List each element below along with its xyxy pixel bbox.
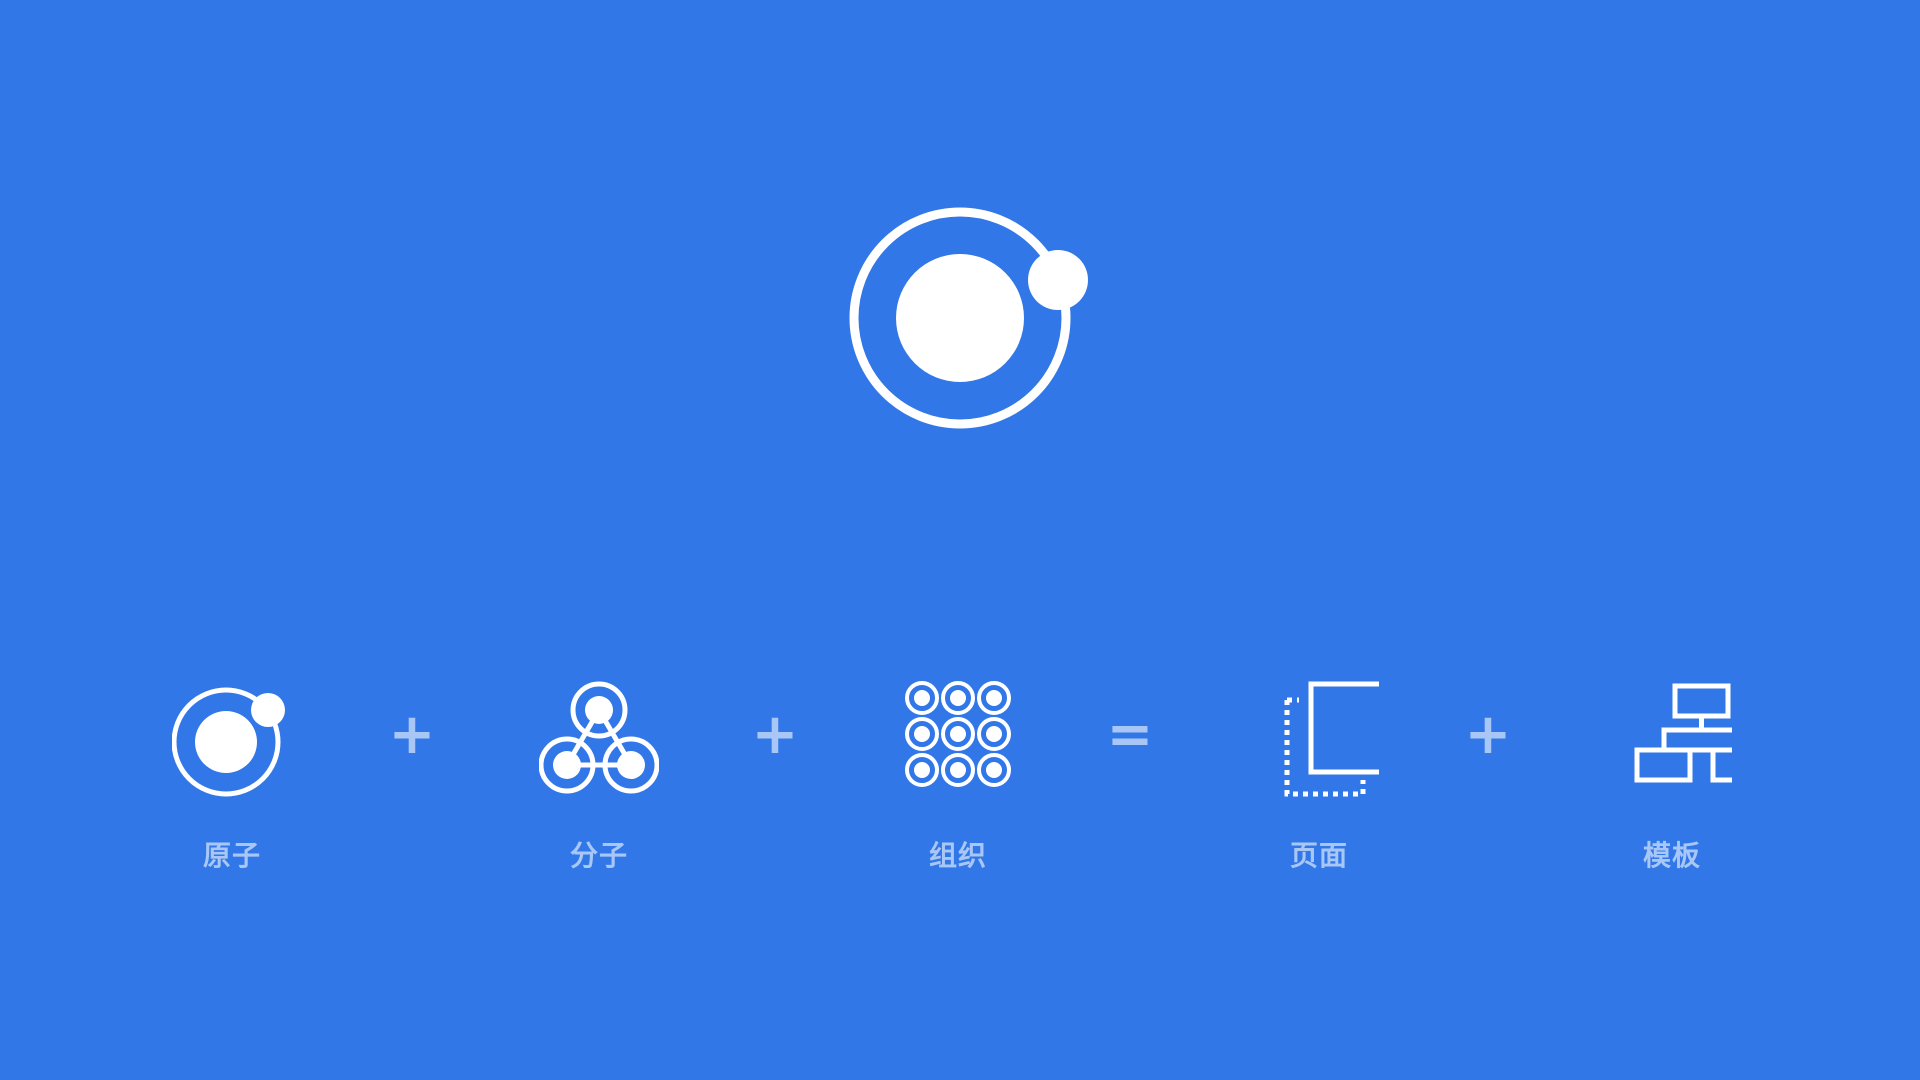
- ring-outer: [905, 681, 939, 715]
- step-label-organism: 组织: [928, 839, 987, 872]
- operator-plus: +: [388, 702, 436, 767]
- step-molecule: 分子: [509, 670, 689, 880]
- step-label-molecule: 分子: [569, 839, 628, 872]
- step-template: 模板: [1582, 670, 1762, 880]
- atom-icon: [172, 687, 285, 797]
- operator-plus: +: [751, 702, 799, 767]
- step-atom: 原子: [142, 670, 322, 880]
- ring-outer: [941, 753, 975, 787]
- ring-outer: [977, 753, 1011, 787]
- ring-core: [914, 726, 930, 742]
- ring-core: [986, 762, 1002, 778]
- ring-outer: [977, 717, 1011, 751]
- step-organism: 组织: [868, 670, 1048, 880]
- ring-core: [950, 690, 966, 706]
- ring-core: [986, 726, 1002, 742]
- organism-grid-icon: [905, 681, 1011, 787]
- ring-core: [950, 762, 966, 778]
- template-hierarchy-icon: [1634, 683, 1732, 783]
- ring-outer: [905, 753, 939, 787]
- ring-core: [986, 690, 1002, 706]
- step-label-page: 页面: [1289, 839, 1348, 872]
- ring-outer: [977, 681, 1011, 715]
- page-icon: [1284, 681, 1379, 797]
- ring-outer: [941, 717, 975, 751]
- ring-core: [914, 690, 930, 706]
- hero-atom-icon: [849, 207, 1088, 429]
- ring-core: [914, 762, 930, 778]
- ring-outer: [905, 717, 939, 751]
- operator-equals: =: [1106, 702, 1154, 767]
- step-page: 页面: [1229, 670, 1409, 880]
- step-label-template: 模板: [1642, 839, 1701, 872]
- operator-plus: +: [1464, 702, 1512, 767]
- step-label-atom: 原子: [202, 839, 261, 872]
- molecule-icon: [539, 681, 659, 794]
- ring-core: [950, 726, 966, 742]
- ring-outer: [941, 681, 975, 715]
